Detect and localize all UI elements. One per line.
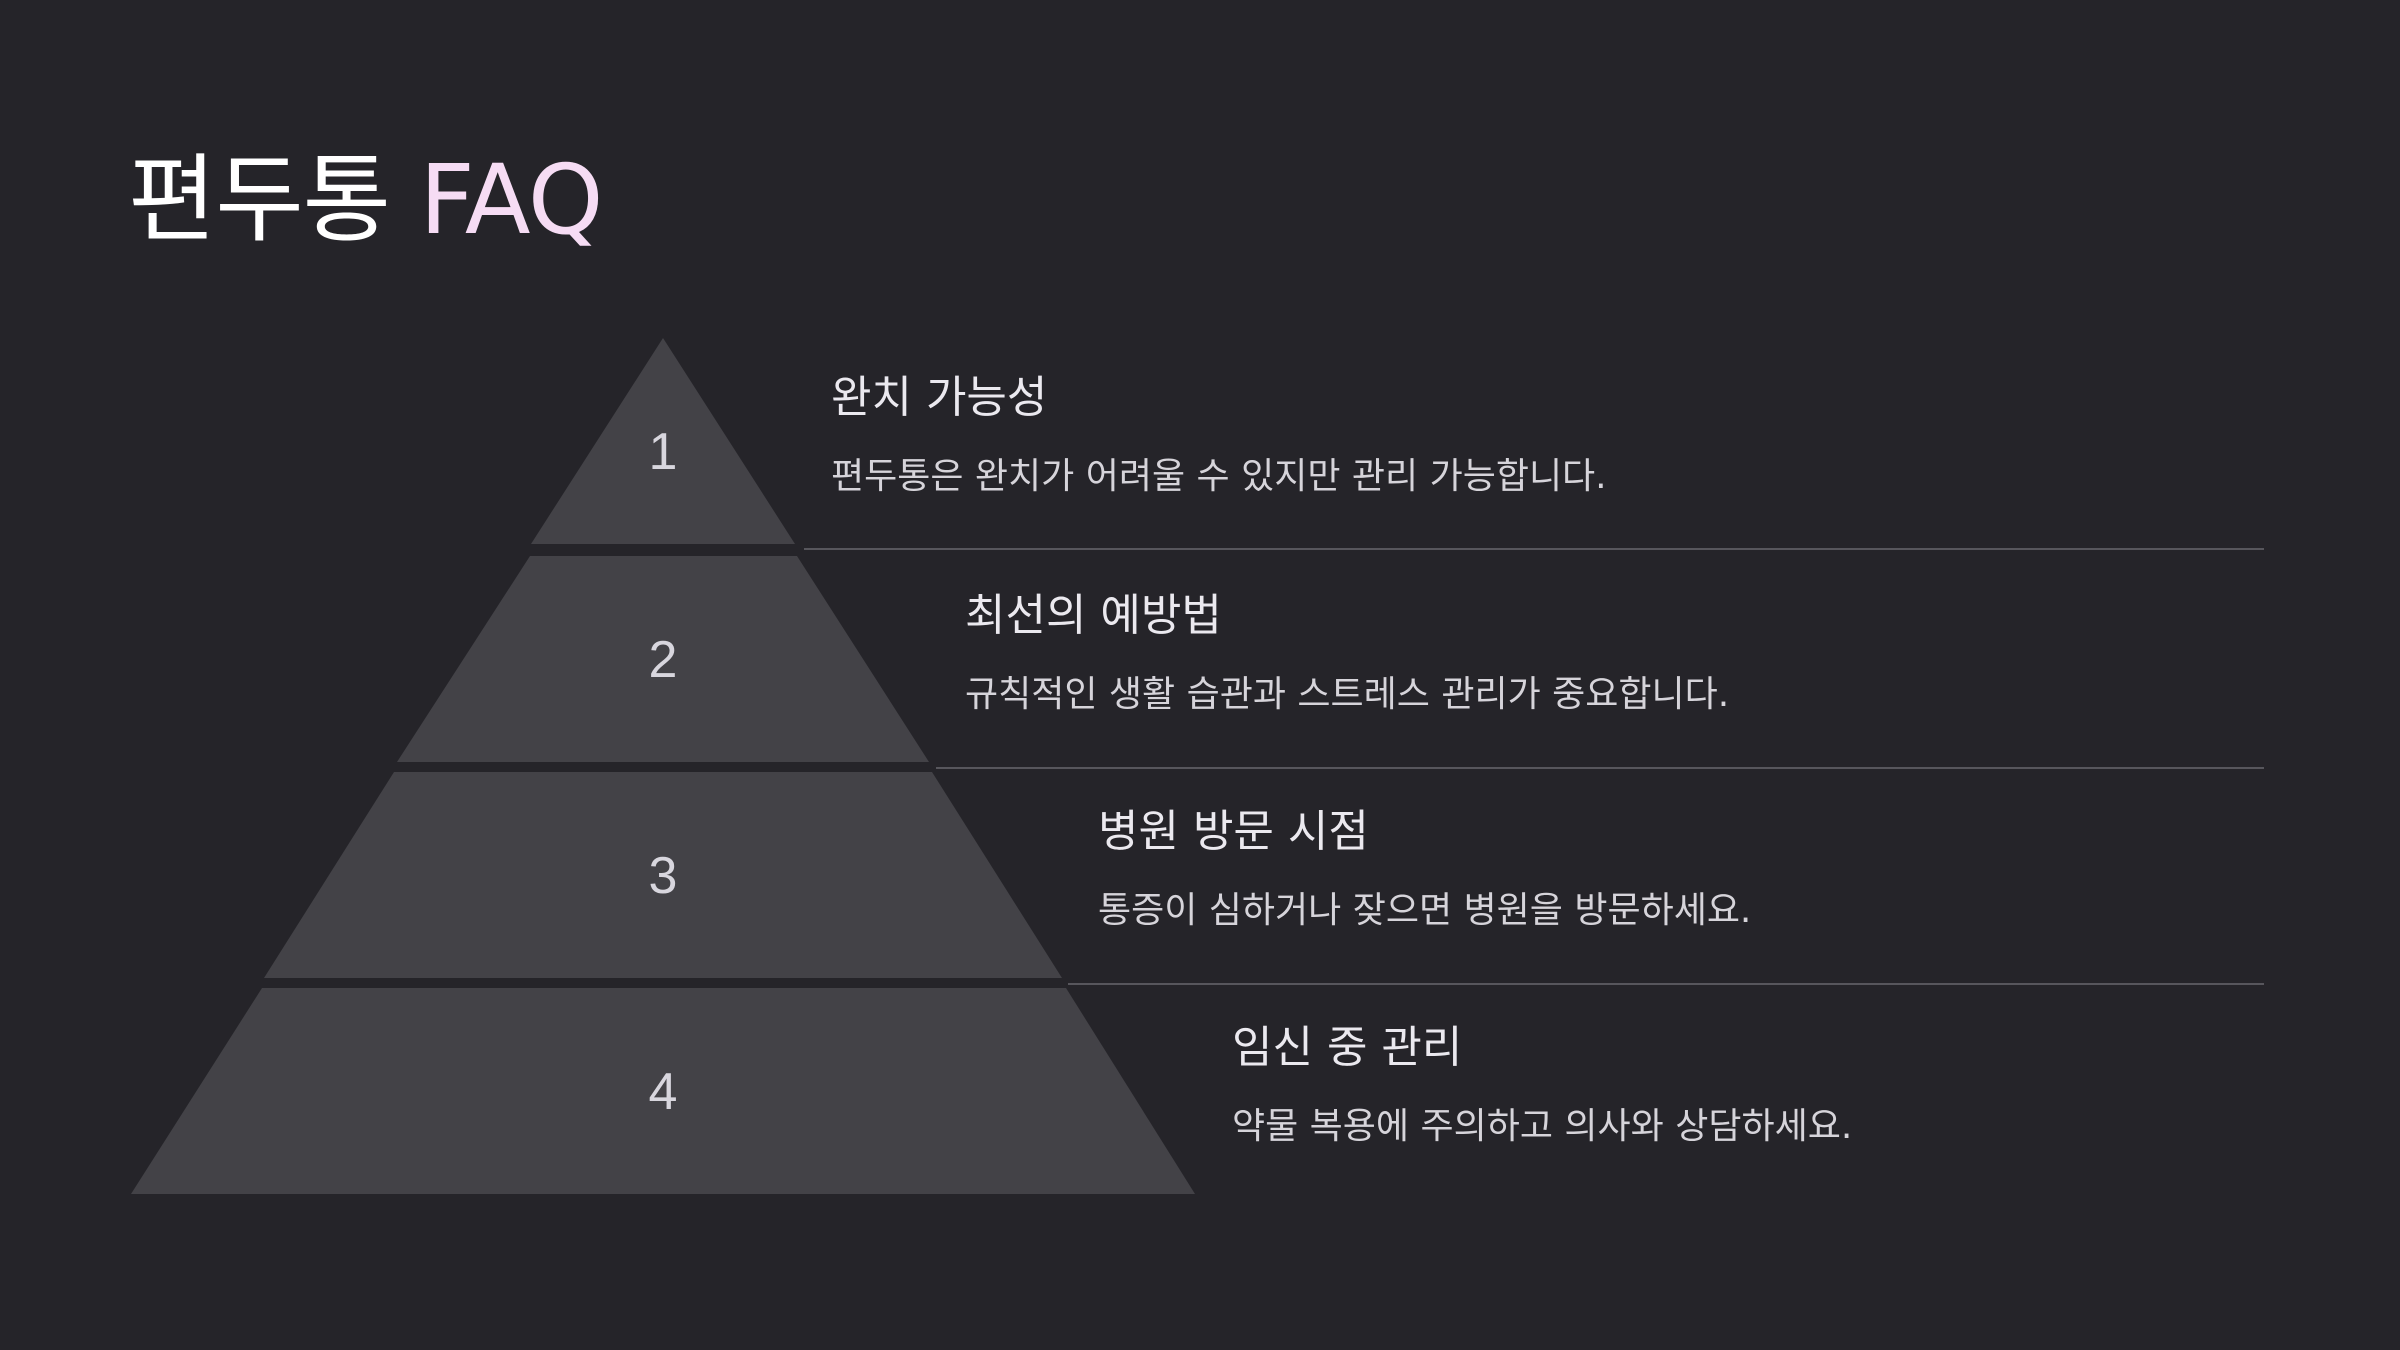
level-2-title: 최선의 예방법	[965, 590, 1222, 641]
page-title-korean: 편두통	[128, 144, 391, 256]
pyramid-tier-3[interactable]	[264, 772, 1062, 978]
level-1-title: 완치 가능성	[831, 372, 1048, 423]
tier-number-3: 3	[649, 847, 678, 905]
divider-3	[1068, 983, 2264, 985]
page-title: 편두통 FAQ	[128, 147, 603, 254]
pyramid-tier-1[interactable]	[531, 338, 795, 544]
pyramid-tier-4[interactable]	[131, 988, 1195, 1194]
level-3-description: 통증이 심하거나 잦으면 병원을 방문하세요.	[1098, 890, 1752, 931]
tier-number-4: 4	[649, 1063, 678, 1121]
level-1-description: 편두통은 완치가 어려울 수 있지만 관리 가능합니다.	[831, 456, 1607, 497]
level-4-description: 약물 복용에 주의하고 의사와 상담하세요.	[1232, 1106, 1853, 1147]
level-2-description: 규칙적인 생활 습관과 스트레스 관리가 중요합니다.	[965, 674, 1730, 715]
tier-number-1: 1	[649, 423, 678, 481]
divider-2	[936, 767, 2264, 769]
level-4-title: 임신 중 관리	[1232, 1022, 1463, 1073]
page-title-english: FAQ	[419, 144, 603, 256]
level-3-title: 병원 방문 시점	[1098, 806, 1369, 857]
divider-1	[804, 548, 2264, 550]
pyramid-tier-2[interactable]	[397, 556, 929, 762]
tier-number-2: 2	[649, 631, 678, 689]
